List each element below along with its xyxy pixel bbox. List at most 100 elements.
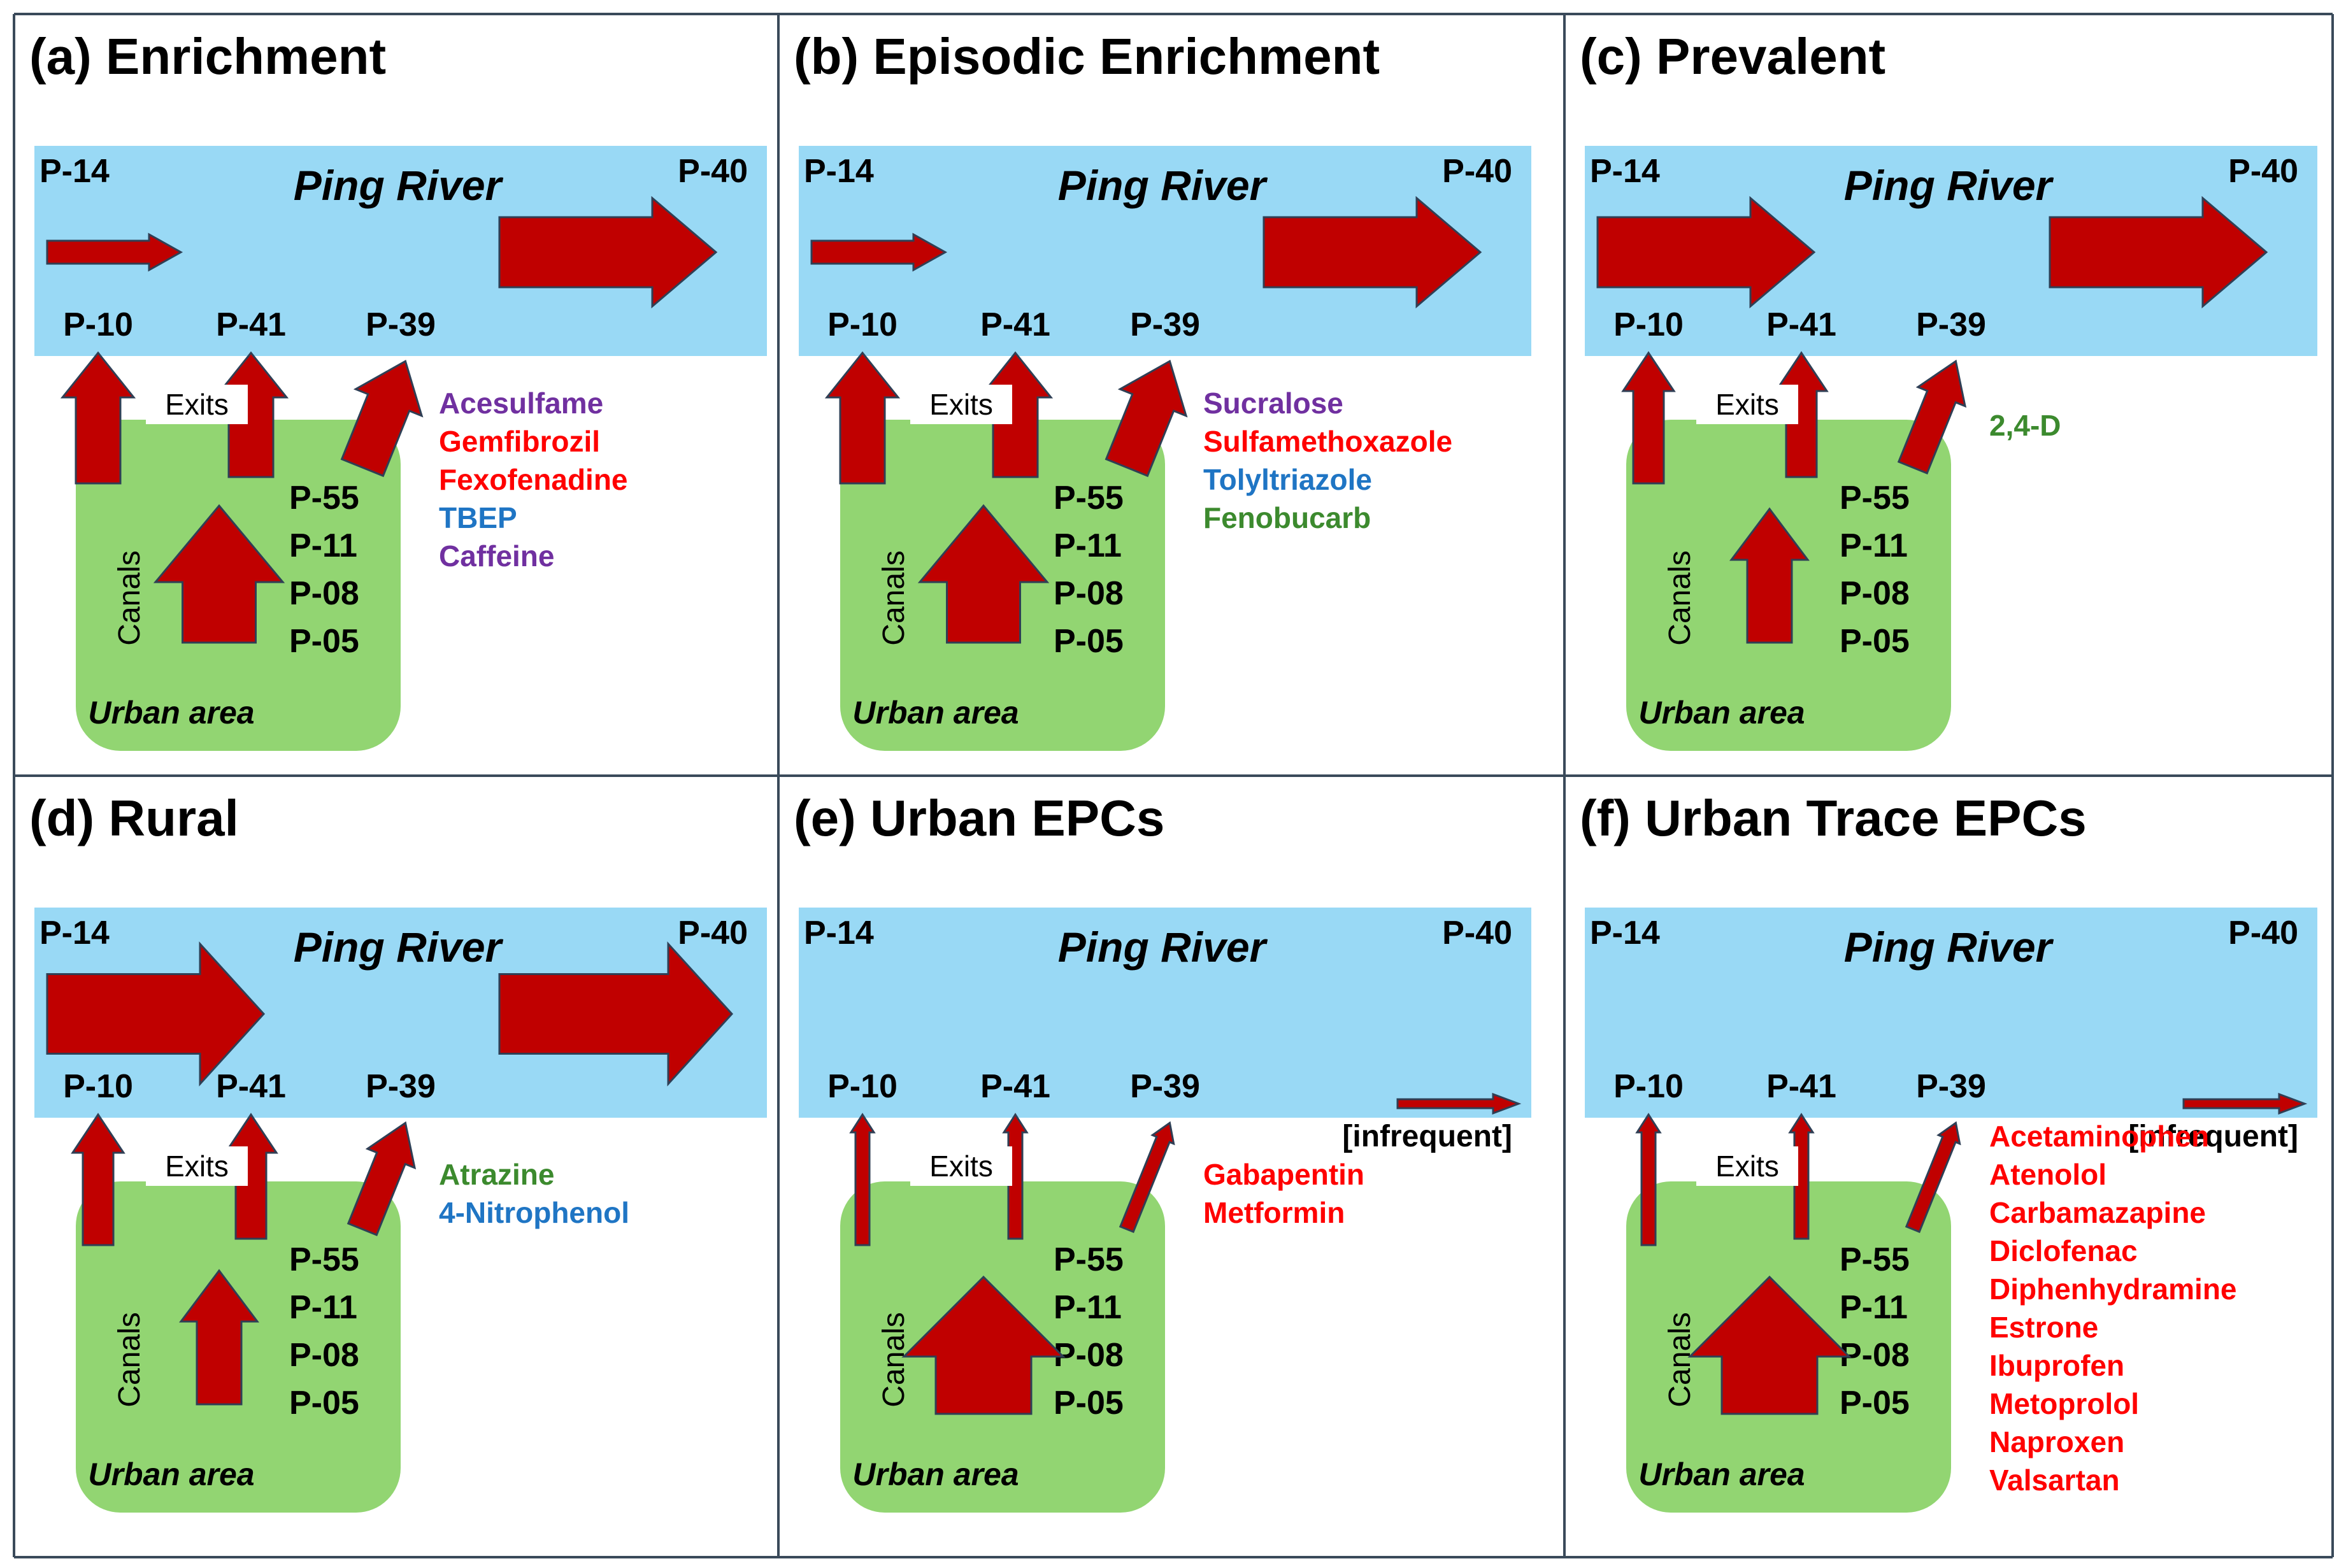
ping-river <box>1585 908 2317 1118</box>
site-label-canal: P-55 <box>1840 1241 1910 1278</box>
flow-arrow <box>1105 359 1188 478</box>
ping-river <box>799 908 1531 1118</box>
panel-title: (b) Episodic Enrichment <box>794 28 1380 85</box>
river-label: Ping River <box>1058 923 1268 971</box>
site-label-upstream: P-14 <box>1590 915 1660 951</box>
site-label-upstream: P-14 <box>804 153 874 190</box>
urban-area-label: Urban area <box>852 1457 1019 1492</box>
panel-title: (a) Enrichment <box>29 28 386 85</box>
exits-label-bg <box>1696 385 1798 424</box>
flow-arrow <box>71 1113 125 1246</box>
flow-arrow <box>901 1275 1066 1415</box>
infrequent-label: [infrequent] <box>2128 1120 2298 1153</box>
panel-title: (f) Urban Trace EPCs <box>1580 790 2087 846</box>
flow-arrow <box>1002 1113 1029 1240</box>
chemical-label: Acesulfame <box>439 387 603 420</box>
chemical-label: 4-Nitrophenol <box>439 1196 629 1229</box>
flow-arrow <box>153 504 285 644</box>
site-label-exit: P-41 <box>980 1068 1050 1105</box>
exits-label-bg <box>910 1146 1012 1186</box>
site-label-downstream: P-40 <box>2228 915 2298 951</box>
chemical-label: Atrazine <box>439 1158 554 1191</box>
chemical-label: Metformin <box>1203 1196 1345 1229</box>
site-label-exit: P-39 <box>1916 306 1986 343</box>
site-label-canal: P-08 <box>289 575 359 612</box>
chemical-label: Gemfibrozil <box>439 425 600 458</box>
canals-label: Canals <box>1663 1312 1697 1407</box>
site-label-upstream: P-14 <box>39 915 110 951</box>
flow-arrow <box>810 232 948 272</box>
site-label-canal: P-11 <box>1054 527 1122 564</box>
site-label-exit: P-39 <box>1130 306 1200 343</box>
panel-title: (e) Urban EPCs <box>794 790 1164 846</box>
urban-area-label: Urban area <box>852 695 1019 731</box>
chemical-label: Gabapentin <box>1203 1158 1364 1191</box>
site-label-exit: P-41 <box>1766 306 1836 343</box>
flow-arrow <box>46 941 266 1087</box>
exits-label: Exits <box>1715 1150 1779 1183</box>
site-label-canal: P-05 <box>1840 623 1910 660</box>
panel-title: (d) Rural <box>29 790 239 846</box>
chemical-label: TBEP <box>439 501 517 534</box>
river-label: Ping River <box>294 923 504 971</box>
site-label-exit: P-10 <box>1613 1068 1684 1105</box>
flow-arrow <box>849 1113 876 1246</box>
urban-area-label: Urban area <box>1638 1457 1805 1492</box>
site-label-exit: P-10 <box>63 306 133 343</box>
site-label-exit: P-41 <box>980 306 1050 343</box>
site-label-canal: P-11 <box>1840 527 1908 564</box>
flow-arrow <box>1596 196 1816 309</box>
site-label-canal: P-05 <box>1054 1385 1124 1422</box>
chemical-label: Diclofenac <box>1989 1234 2138 1267</box>
site-label-canal: P-55 <box>289 480 359 517</box>
canals-label: Canals <box>877 1312 911 1407</box>
river-label: Ping River <box>294 162 504 209</box>
flow-arrow <box>46 232 183 272</box>
chemical-label: Carbamazapine <box>1989 1196 2206 1229</box>
flow-arrow <box>1897 359 1967 474</box>
infrequent-label: [infrequent] <box>1342 1120 1512 1153</box>
site-label-downstream: P-40 <box>2228 153 2298 190</box>
flow-arrow <box>1687 1275 1852 1415</box>
chemical-label: Caffeine <box>439 539 554 573</box>
flow-arrow <box>2182 1092 2308 1115</box>
site-label-exit: P-39 <box>1130 1068 1200 1105</box>
site-label-canal: P-05 <box>289 623 359 660</box>
flow-arrow <box>340 359 424 478</box>
site-label-exit: P-41 <box>216 306 286 343</box>
site-label-canal: P-08 <box>1840 575 1910 612</box>
exits-label: Exits <box>929 388 993 421</box>
flow-arrow <box>1262 196 1482 309</box>
river-label: Ping River <box>1058 162 1268 209</box>
site-label-downstream: P-40 <box>678 915 748 951</box>
canals-label: Canals <box>1663 550 1697 645</box>
chemical-label: Valsartan <box>1989 1464 2120 1497</box>
site-label-canal: P-11 <box>1054 1289 1122 1326</box>
site-label-exit: P-10 <box>827 306 898 343</box>
exits-label-bg <box>1696 1146 1798 1186</box>
site-label-exit: P-10 <box>1613 306 1684 343</box>
river-label: Ping River <box>1844 162 2054 209</box>
chemical-label: 2,4-D <box>1989 409 2061 442</box>
flow-arrow <box>179 1269 259 1406</box>
site-label-canal: P-11 <box>289 1289 357 1326</box>
panel-title: (c) Prevalent <box>1580 28 1885 85</box>
site-label-exit: P-39 <box>1916 1068 1986 1105</box>
chemical-label: Fexofenadine <box>439 463 628 496</box>
site-label-downstream: P-40 <box>678 153 748 190</box>
site-label-canal: P-05 <box>1840 1385 1910 1422</box>
site-label-canal: P-08 <box>289 1337 359 1374</box>
chemical-label: Atenolol <box>1989 1158 2106 1191</box>
flow-arrow <box>1788 1113 1815 1240</box>
flow-arrow <box>498 941 734 1087</box>
site-label-downstream: P-40 <box>1442 153 1512 190</box>
flow-arrow <box>1729 507 1810 644</box>
site-label-exit: P-10 <box>827 1068 898 1105</box>
exits-label-bg <box>146 1146 248 1186</box>
chemical-label: Sucralose <box>1203 387 1343 420</box>
flow-arrow <box>1635 1113 1662 1246</box>
site-label-canal: P-05 <box>1054 623 1124 660</box>
